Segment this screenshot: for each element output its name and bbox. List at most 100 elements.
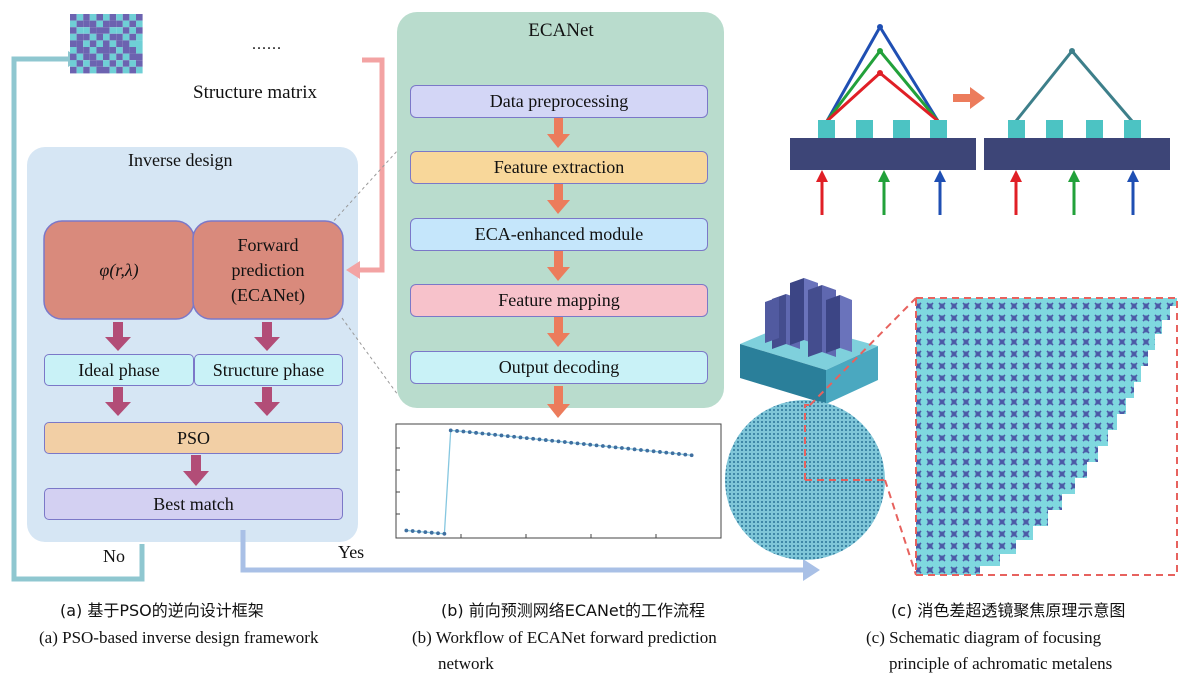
matrix-cell [109, 40, 117, 47]
matrix-cell [103, 20, 110, 28]
zoom-line-bottom [341, 317, 399, 396]
data-point [569, 440, 574, 445]
matrix-cell [83, 66, 90, 74]
matrix-cell [103, 27, 110, 34]
data-point [562, 440, 567, 444]
step-eca-enhanced-module: ECA-enhanced module [410, 218, 708, 251]
unit-cell-3d [740, 278, 878, 404]
data-point [461, 429, 466, 434]
no-feedback-loop [11, 56, 145, 582]
data-point [467, 430, 472, 435]
inverse-design-panel [27, 147, 358, 542]
matrix-cell [122, 60, 130, 67]
matrix-cell [116, 33, 123, 41]
matrix-cell [70, 20, 77, 28]
matrix-cell [116, 66, 123, 74]
structure-phase-box: Structure phase [194, 354, 343, 386]
data-point [632, 447, 637, 452]
data-point [474, 430, 478, 435]
matrix-cell [136, 47, 143, 54]
matrix-cell [122, 40, 130, 47]
matrix-cell [109, 20, 117, 28]
caption-c-cn: (c) 消色差超透镜聚焦原理示意图 [891, 601, 1126, 620]
matrix-cell [129, 33, 136, 41]
matrix-cell [89, 66, 97, 74]
output-chart [395, 423, 722, 539]
caption-c-en-line1: (c) Schematic diagram of focusing [866, 628, 1102, 647]
matrix-cell [103, 14, 110, 21]
ellipsis: ...... [252, 36, 282, 53]
step-label: Output decoding [498, 357, 620, 377]
data-point [550, 438, 555, 443]
metalens-quarter-zoom [916, 298, 1177, 575]
series-line [406, 429, 692, 535]
matrix-cell [103, 40, 110, 47]
matrix-cell [89, 53, 97, 61]
matrix-cell [103, 53, 110, 61]
matrix-cell [109, 47, 117, 54]
data-point [493, 432, 497, 437]
matrix-cell [116, 40, 123, 47]
data-point [607, 444, 612, 449]
data-point [645, 448, 650, 453]
data-point [442, 531, 447, 536]
matrix-cell [109, 14, 117, 21]
data-point [651, 449, 656, 454]
step-data-preprocessing: Data preprocessing [410, 85, 708, 118]
forward-prediction-box: Forward prediction (ECANet) [193, 221, 343, 319]
matrix-cell [129, 47, 136, 54]
matrix-cell [76, 47, 84, 54]
zoom-dashed-lines [804, 297, 1178, 576]
matrix-cell [76, 40, 84, 47]
pso-box: PSO [44, 422, 343, 454]
data-point [683, 452, 688, 457]
data-point [448, 428, 453, 433]
matrix-cell [89, 60, 97, 67]
caption-a-cn: (a) 基于PSO的逆向设计框架 [60, 601, 264, 620]
matrix-cell [70, 47, 77, 54]
matrix-cell [83, 33, 90, 41]
matrix-cell [83, 27, 90, 34]
matrix-cell [122, 27, 130, 34]
best-match-box: Best match [44, 488, 343, 520]
data-point [417, 529, 421, 534]
step-label: ECA-enhanced module [474, 224, 644, 244]
data-point [436, 531, 440, 536]
data-point [524, 436, 529, 440]
matrix-cell [136, 14, 143, 21]
step-feature-mapping: Feature mapping [410, 284, 708, 317]
phi-label: φ(r,λ) [99, 259, 139, 280]
matrix-cell [136, 66, 143, 74]
transition-arrow [953, 87, 985, 109]
caption-c-en-line2: principle of achromatic metalens [889, 654, 1113, 673]
matrix-cell [83, 53, 90, 61]
matrix-cell [103, 33, 110, 41]
matrix-cell [136, 60, 143, 67]
phi-box: φ(r,λ) [44, 221, 194, 319]
forward-label-line3: (ECANet) [231, 284, 305, 305]
matrix-cell [70, 66, 77, 74]
data-point [537, 437, 542, 442]
caption-a-en: (a) PSO-based inverse design framework [39, 628, 319, 647]
step-label: Feature mapping [498, 290, 620, 310]
matrix-cell [96, 47, 103, 54]
focus-schematic-left [790, 24, 976, 215]
yes-path [240, 530, 808, 573]
data-point [423, 530, 428, 535]
step-label: Feature extraction [493, 157, 625, 177]
matrix-cell [136, 40, 143, 47]
ideal-phase-box: Ideal phase [44, 354, 194, 386]
matrix-cell [70, 33, 77, 41]
data-point [480, 431, 485, 436]
ecanet-arrows [547, 118, 570, 418]
matrix-cell [122, 33, 130, 41]
matrix-cell [122, 47, 130, 54]
matrix-cell [129, 14, 136, 21]
matrix-cell [83, 60, 90, 67]
data-point [556, 439, 561, 444]
matrix-cell [129, 53, 136, 61]
data-point [429, 530, 434, 535]
matrix-cell [109, 33, 117, 41]
matrix-cell [70, 40, 77, 47]
data-point [588, 442, 593, 447]
